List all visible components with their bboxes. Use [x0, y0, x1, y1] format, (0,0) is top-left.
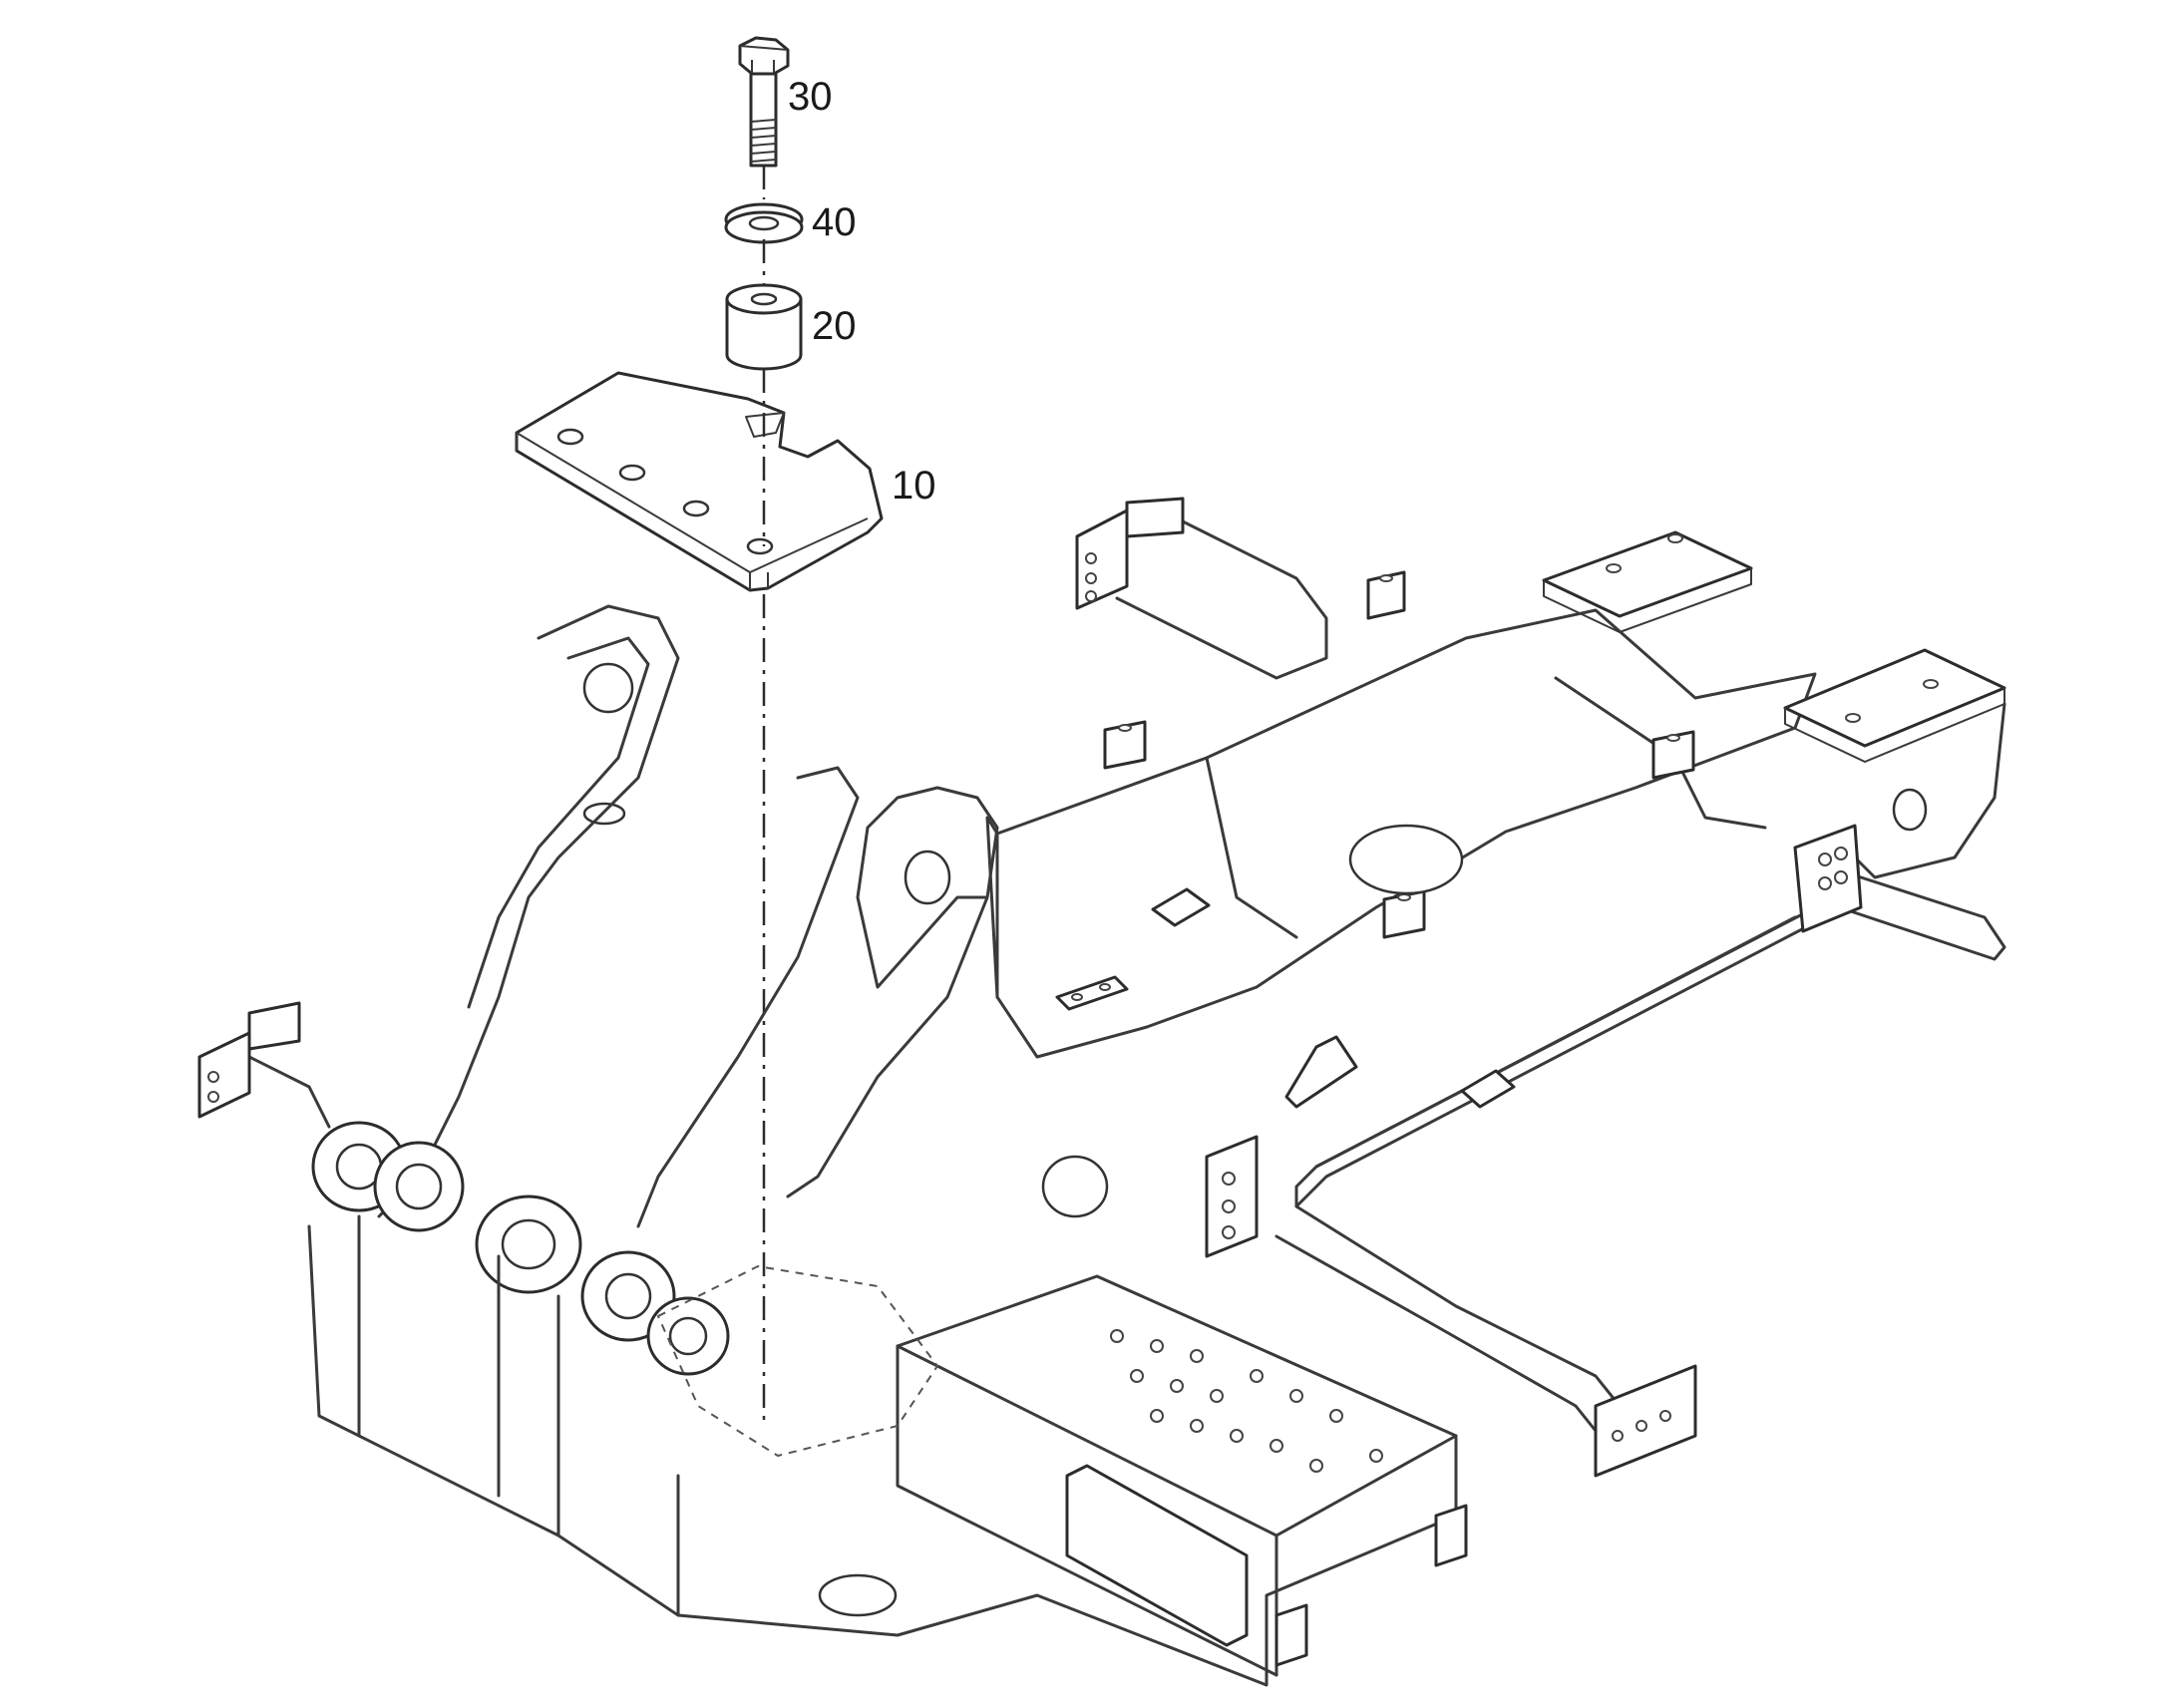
pin-bosses — [311, 1121, 730, 1376]
bolt-part — [738, 36, 790, 168]
callout-labels: 30 40 20 10 — [788, 75, 936, 508]
rubber-mount — [1103, 570, 1695, 939]
callout-40: 40 — [812, 200, 857, 244]
spacer-part — [725, 283, 803, 371]
callout-10: 10 — [892, 464, 936, 508]
machine-frame — [197, 497, 2006, 1687]
callout-30: 30 — [788, 75, 833, 119]
washer-part — [724, 202, 804, 244]
mounting-plate-part — [515, 371, 884, 592]
floor-plate-holes — [1110, 1329, 1383, 1473]
callout-20: 20 — [812, 304, 857, 348]
